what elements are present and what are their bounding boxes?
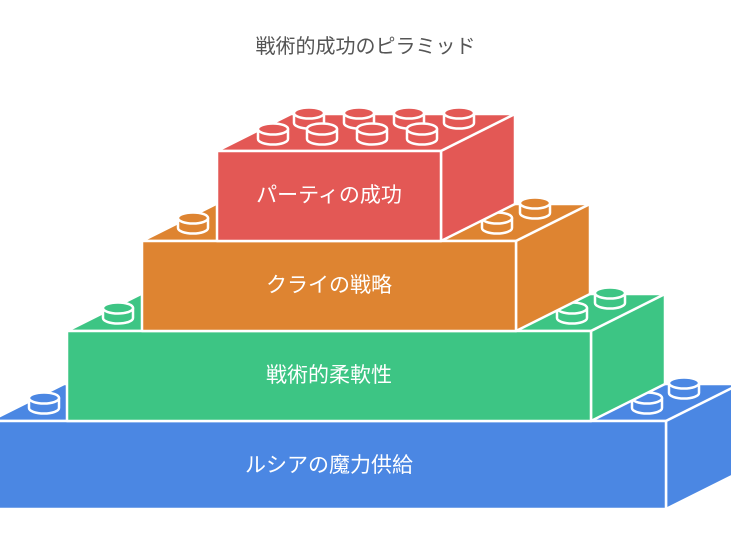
brick-front-face bbox=[0, 419, 668, 511]
brick-front-face bbox=[215, 149, 443, 243]
stud-top bbox=[256, 122, 290, 136]
brick-party-success bbox=[215, 106, 517, 243]
brick-label-magic-supply: ルシアの魔力供給 bbox=[245, 453, 413, 477]
brick-front-face bbox=[65, 329, 593, 423]
brick-front-face bbox=[140, 239, 518, 333]
brick-label-tactical-flexibility: 戦術的柔軟性 bbox=[266, 363, 392, 387]
brick-label-krai-strategy: クライの戦略 bbox=[266, 273, 392, 297]
brick-label-party-success: パーティの成功 bbox=[256, 183, 402, 207]
stud-top bbox=[593, 286, 627, 300]
stud-top bbox=[27, 391, 61, 405]
stud-top bbox=[176, 211, 210, 225]
stud-top bbox=[292, 106, 326, 120]
diagram-title: 戦術的成功のピラミッド bbox=[255, 34, 476, 58]
stud-top bbox=[667, 376, 701, 390]
stud-top bbox=[518, 196, 552, 210]
stud-top bbox=[101, 301, 135, 315]
stud-top bbox=[392, 106, 426, 120]
stud-top bbox=[355, 122, 389, 136]
stud-top bbox=[442, 106, 476, 120]
stud-top bbox=[405, 122, 439, 136]
stud-top bbox=[305, 122, 339, 136]
stud-top bbox=[342, 106, 376, 120]
